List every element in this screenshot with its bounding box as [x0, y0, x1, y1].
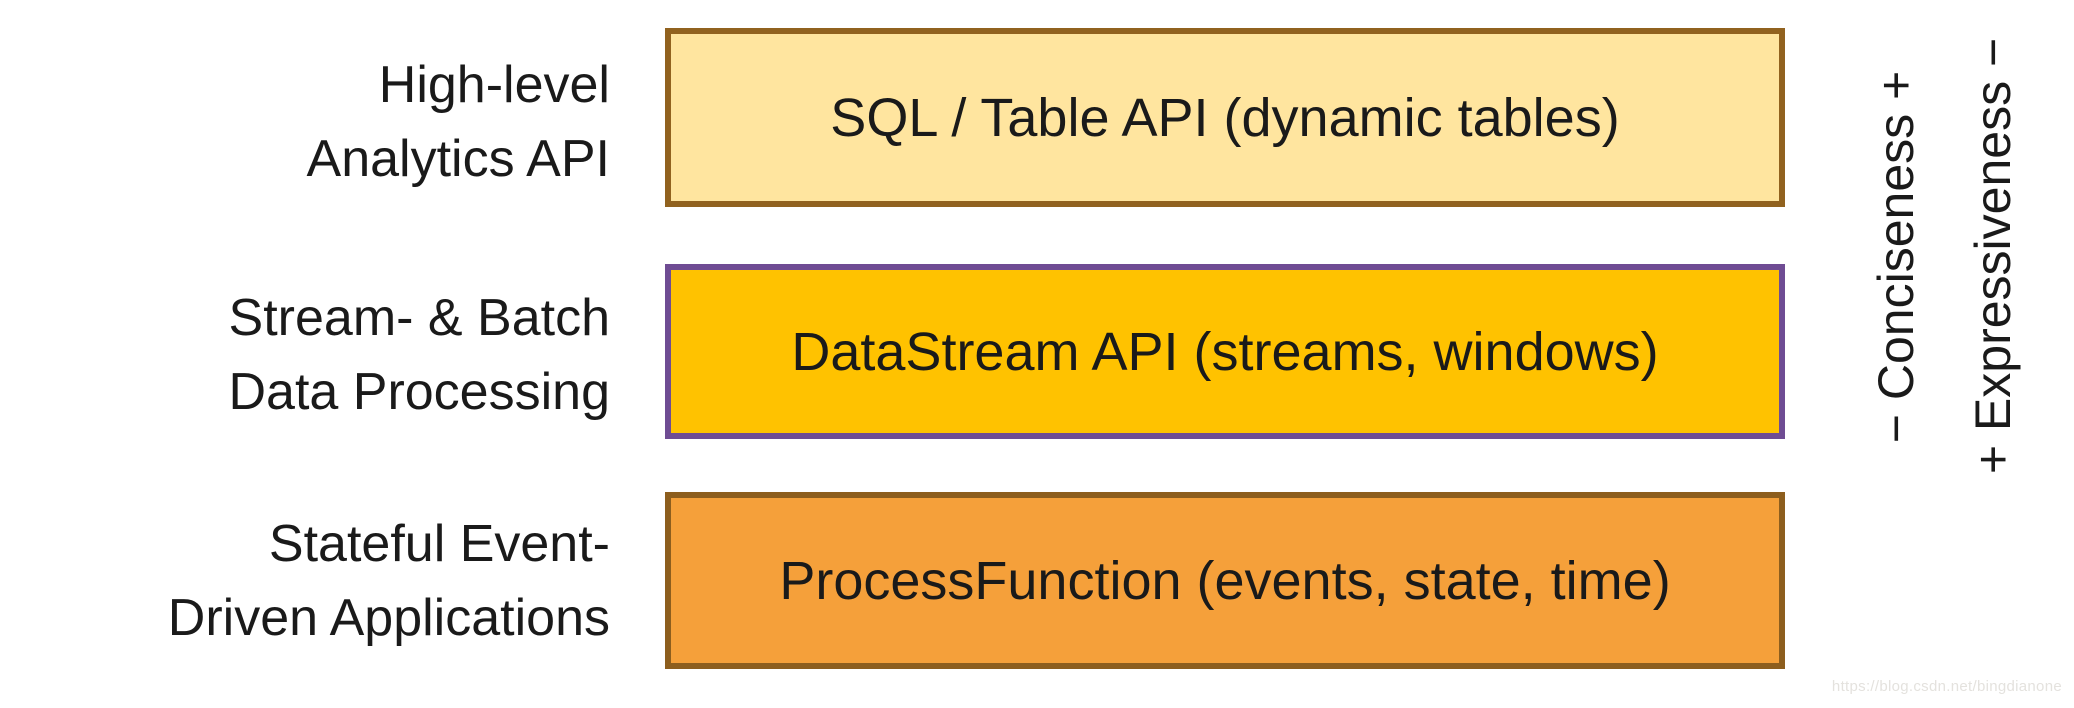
api-box-sql-table-api: SQL / Table API (dynamic tables) [665, 28, 1785, 207]
api-box-label: SQL / Table API (dynamic tables) [830, 87, 1620, 148]
api-box-datastream-api: DataStream API (streams, windows) [665, 264, 1785, 439]
layer-label-line: Stateful Event- [268, 515, 610, 573]
layer-label-line: High-level [378, 56, 610, 114]
conciseness-axis-label: − Conciseness + [1868, 70, 1924, 444]
api-box-label: DataStream API (streams, windows) [791, 321, 1659, 382]
layer-label-line: Analytics API [306, 130, 610, 188]
layer-label-line: Data Processing [228, 363, 610, 421]
layer-label-stateful-event-driven: Stateful Event- Driven Applications [0, 507, 610, 655]
layer-label-stream-batch-processing: Stream- & Batch Data Processing [0, 281, 610, 429]
watermark-url: https://blog.csdn.net/bingdianone [1831, 678, 2062, 695]
layer-label-line: Driven Applications [167, 589, 610, 647]
api-box-label: ProcessFunction (events, state, time) [779, 550, 1671, 611]
api-box-processfunction: ProcessFunction (events, state, time) [665, 492, 1785, 669]
layer-label-high-level-analytics: High-level Analytics API [0, 48, 610, 196]
expressiveness-axis-label: + Expressiveness − [1965, 37, 2021, 475]
layer-label-line: Stream- & Batch [228, 289, 610, 347]
